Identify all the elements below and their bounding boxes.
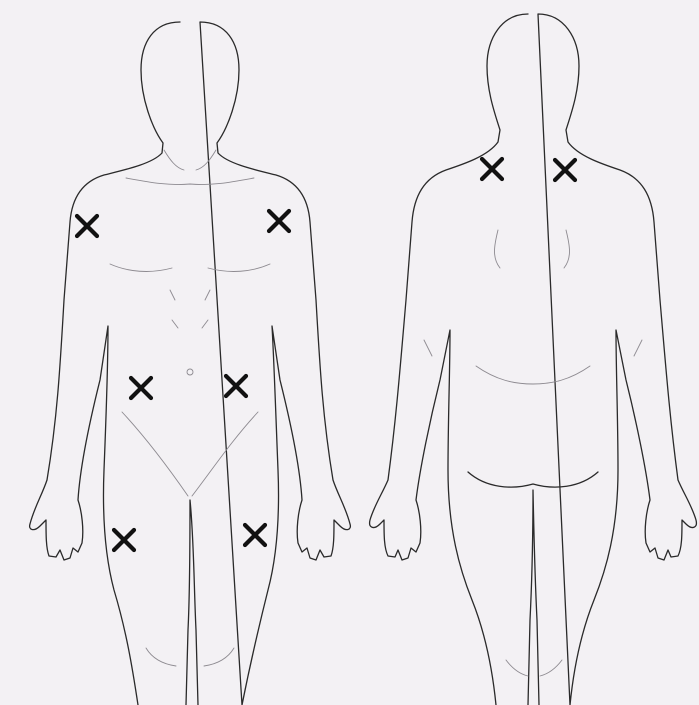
front-groin-lines <box>122 412 258 496</box>
front-inner-legs <box>186 500 198 705</box>
x-marker <box>245 525 265 545</box>
front-body-figure <box>30 22 351 705</box>
x-marker <box>77 216 97 236</box>
x-marker <box>555 160 575 180</box>
front-knee-lines <box>146 648 234 666</box>
back-elbow-lines <box>424 340 642 356</box>
x-marker <box>482 159 502 179</box>
front-abdomen-lines <box>170 290 210 328</box>
back-figure-outline <box>370 14 697 705</box>
back-buttocks-lines <box>468 472 598 487</box>
front-figure-outline <box>30 22 351 705</box>
back-inner-legs <box>528 490 539 705</box>
back-waist-lines <box>476 366 590 384</box>
back-body-figure <box>370 14 697 705</box>
front-clavicles <box>126 178 254 185</box>
front-chest-lines <box>110 264 270 271</box>
x-marker <box>131 378 151 398</box>
back-shoulder-blades <box>495 230 570 268</box>
back-knee-lines <box>506 660 562 676</box>
front-navel <box>187 369 193 375</box>
x-marker <box>226 376 246 396</box>
x-marker <box>269 211 289 231</box>
x-marker <box>114 530 134 550</box>
